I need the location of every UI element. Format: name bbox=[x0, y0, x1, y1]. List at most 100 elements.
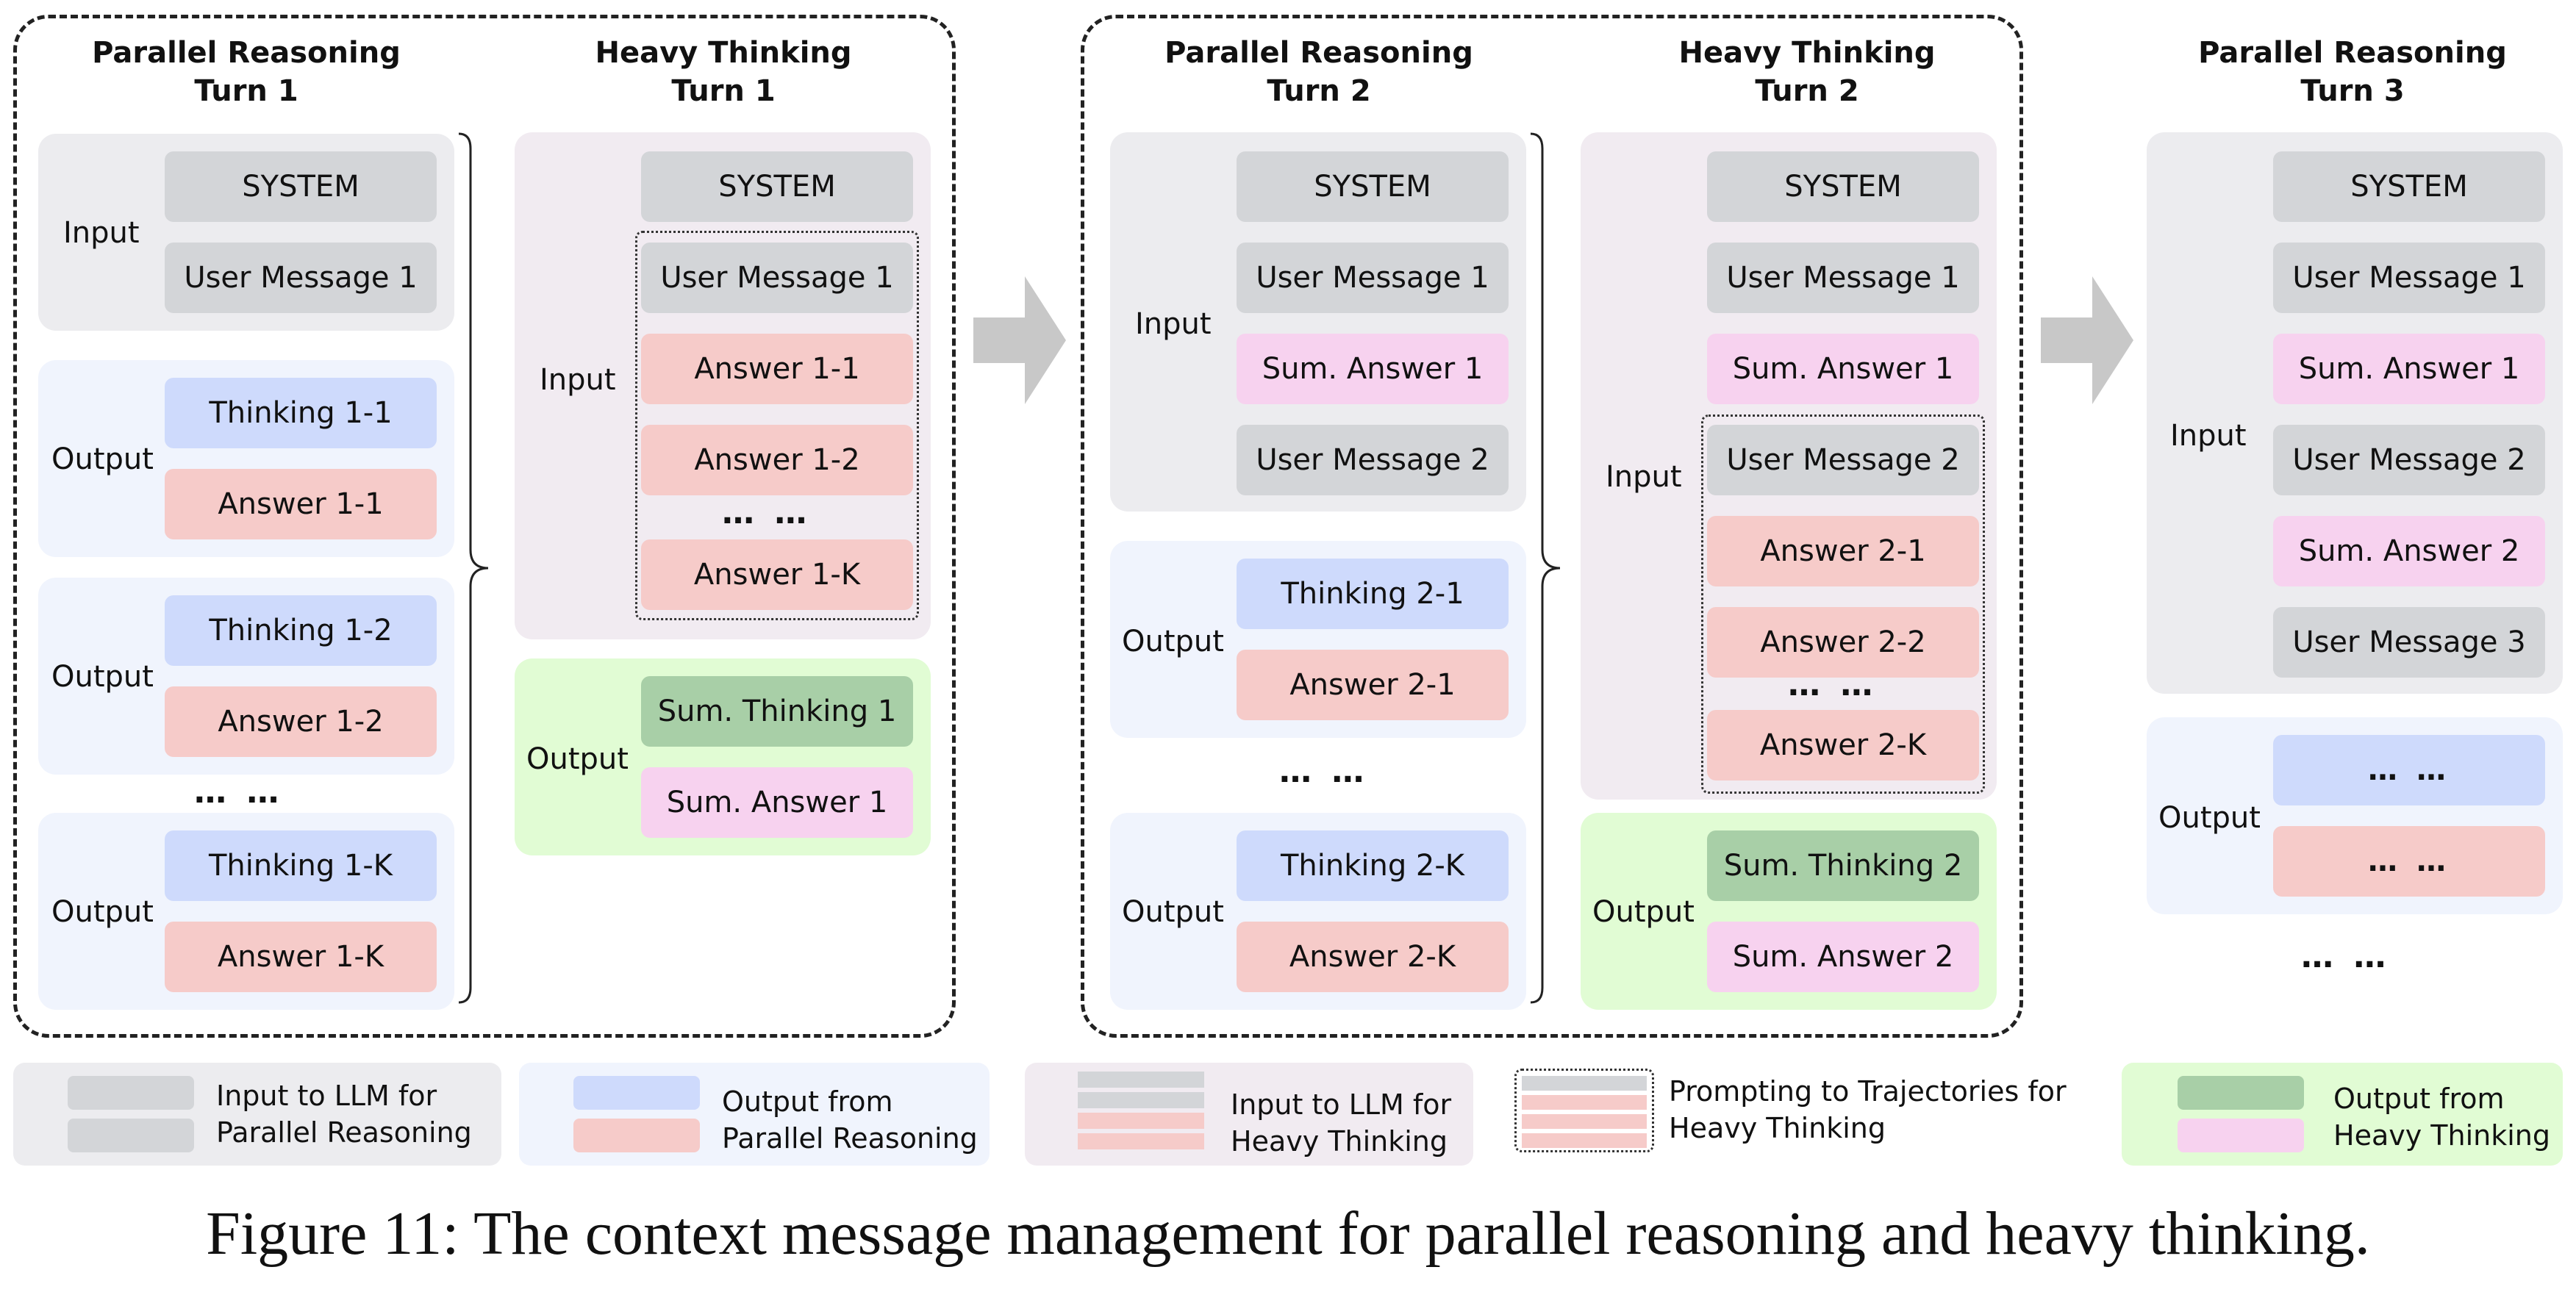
legend-swatch bbox=[1522, 1076, 1647, 1091]
legend-swatch bbox=[1078, 1072, 1204, 1088]
header-line2: Turn 1 bbox=[194, 74, 298, 108]
header-line1: Parallel Reasoning bbox=[92, 36, 401, 70]
answer-block: Answer 2-1 bbox=[1237, 650, 1509, 720]
answer-block: Answer 1-1 bbox=[165, 469, 437, 539]
trajectory-prompt-box bbox=[1701, 414, 1985, 794]
user-message-block: User Message 1 bbox=[165, 243, 437, 313]
user-message-block: User Message 3 bbox=[2273, 607, 2545, 678]
sum-thinking-block: Sum. Thinking 2 bbox=[1707, 830, 1979, 901]
legend-swatch bbox=[1522, 1133, 1647, 1148]
answer-block: Answer 1-2 bbox=[641, 425, 913, 495]
thinking-block: … … bbox=[2273, 735, 2545, 805]
sum-answer-block: Sum. Answer 2 bbox=[2273, 516, 2545, 586]
turn2-parallel-header: Parallel Reasoning Turn 2 bbox=[1135, 34, 1503, 110]
legend-swatch bbox=[68, 1076, 194, 1110]
answer-block: Answer 2-2 bbox=[1707, 607, 1979, 678]
legend-text: Input to LLM for Heavy Thinking bbox=[1231, 1086, 1451, 1160]
turn3-parallel-header: Parallel Reasoning Turn 3 bbox=[2169, 34, 2536, 110]
turn1-parallel-header: Parallel Reasoning Turn 1 bbox=[62, 34, 430, 110]
legend-swatch bbox=[573, 1076, 700, 1110]
sum-answer-block: Sum. Answer 2 bbox=[1707, 922, 1979, 992]
legend-text: Output from Heavy Thinking bbox=[2333, 1080, 2550, 1154]
user-message-block: User Message 1 bbox=[1237, 243, 1509, 313]
figure-caption: Figure 11: The context message managemen… bbox=[206, 1199, 2370, 1268]
header-line1: Heavy Thinking bbox=[595, 36, 852, 70]
legend-line2: Heavy Thinking bbox=[1231, 1125, 1448, 1158]
right-brace bbox=[1530, 132, 1561, 1004]
user-message-block: User Message 1 bbox=[2273, 243, 2545, 313]
thinking-block: Thinking 2-K bbox=[1237, 830, 1509, 901]
input-label: Input bbox=[2170, 419, 2247, 453]
legend-swatch bbox=[2178, 1076, 2304, 1110]
sum-answer-block: Sum. Answer 1 bbox=[1237, 334, 1509, 404]
system-block: SYSTEM bbox=[165, 151, 437, 222]
arrow-right-icon bbox=[973, 276, 1066, 404]
system-block: SYSTEM bbox=[641, 151, 913, 222]
legend-swatch bbox=[1522, 1114, 1647, 1129]
thinking-block: Thinking 2-1 bbox=[1237, 559, 1509, 629]
output-label: Output bbox=[526, 742, 629, 776]
sum-answer-block: Sum. Answer 1 bbox=[2273, 334, 2545, 404]
turn3-parallel-input-panel bbox=[2147, 132, 2563, 694]
ellipsis: … … bbox=[2301, 938, 2391, 975]
thinking-block: Thinking 1-K bbox=[165, 830, 437, 901]
legend-line1: Input to LLM for bbox=[1231, 1088, 1452, 1121]
input-label: Input bbox=[1606, 460, 1682, 494]
input-label: Input bbox=[63, 216, 140, 250]
legend-line1: Prompting to Trajectories for bbox=[1669, 1075, 2067, 1108]
thinking-block: Thinking 1-1 bbox=[165, 378, 437, 448]
legend-text: Prompting to Trajectories for Heavy Thin… bbox=[1669, 1073, 2067, 1146]
ellipsis: … … bbox=[1279, 753, 1369, 790]
header-line1: Parallel Reasoning bbox=[2198, 36, 2507, 70]
answer-block: Answer 2-K bbox=[1237, 922, 1509, 992]
thinking-block: Thinking 1-2 bbox=[165, 595, 437, 666]
legend-text: Output from Parallel Reasoning bbox=[722, 1083, 978, 1157]
header-line1: Parallel Reasoning bbox=[1164, 36, 1473, 70]
user-message-block: User Message 2 bbox=[2273, 425, 2545, 495]
legend-line1: Output from bbox=[2333, 1083, 2505, 1115]
legend-swatch-dotted bbox=[1514, 1069, 1654, 1152]
output-label: Output bbox=[1122, 895, 1224, 929]
output-label: Output bbox=[51, 660, 154, 694]
header-line2: Turn 2 bbox=[1755, 74, 1859, 108]
legend-line1: Input to LLM for bbox=[216, 1080, 437, 1112]
input-label: Input bbox=[540, 363, 616, 397]
output-label: Output bbox=[1122, 625, 1224, 658]
answer-block: Answer 1-K bbox=[165, 922, 437, 992]
output-label: Output bbox=[1592, 895, 1695, 929]
legend-swatch bbox=[1078, 1133, 1204, 1149]
user-message-block: User Message 1 bbox=[1707, 243, 1979, 313]
right-brace bbox=[458, 132, 489, 1004]
system-block: SYSTEM bbox=[1707, 151, 1979, 222]
sum-thinking-block: Sum. Thinking 1 bbox=[641, 676, 913, 747]
output-label: Output bbox=[51, 895, 154, 929]
turn1-heavy-header: Heavy Thinking Turn 1 bbox=[540, 34, 907, 110]
legend-text: Input to LLM for Parallel Reasoning bbox=[216, 1077, 472, 1151]
legend-line2: Heavy Thinking bbox=[2333, 1119, 2551, 1152]
legend-swatch bbox=[2178, 1119, 2304, 1152]
output-label: Output bbox=[51, 442, 154, 476]
trajectory-prompt-box bbox=[635, 231, 919, 620]
turn2-heavy-header: Heavy Thinking Turn 2 bbox=[1623, 34, 1991, 110]
sum-answer-block: Sum. Answer 1 bbox=[1707, 334, 1979, 404]
legend-swatch bbox=[1522, 1095, 1647, 1110]
output-label: Output bbox=[2158, 801, 2261, 835]
legend-swatch bbox=[1078, 1092, 1204, 1108]
user-message-block: User Message 1 bbox=[641, 243, 913, 313]
legend-swatch bbox=[573, 1119, 700, 1152]
turn2-group-border bbox=[1081, 15, 2023, 1038]
user-message-block: User Message 2 bbox=[1707, 425, 1979, 495]
system-block: SYSTEM bbox=[1237, 151, 1509, 222]
legend-swatch bbox=[68, 1119, 194, 1152]
legend-line2: Parallel Reasoning bbox=[216, 1116, 472, 1149]
ellipsis: … … bbox=[1788, 666, 1878, 703]
answer-block: Answer 2-K bbox=[1707, 710, 1979, 780]
answer-block: Answer 1-K bbox=[641, 539, 913, 610]
sum-answer-block: Sum. Answer 1 bbox=[641, 767, 913, 838]
system-block: SYSTEM bbox=[2273, 151, 2545, 222]
legend-line2: Parallel Reasoning bbox=[722, 1122, 978, 1155]
ellipsis: … … bbox=[194, 773, 284, 811]
turn1-group-border bbox=[13, 15, 956, 1038]
answer-block: Answer 1-2 bbox=[165, 686, 437, 757]
legend-swatch bbox=[1078, 1113, 1204, 1129]
